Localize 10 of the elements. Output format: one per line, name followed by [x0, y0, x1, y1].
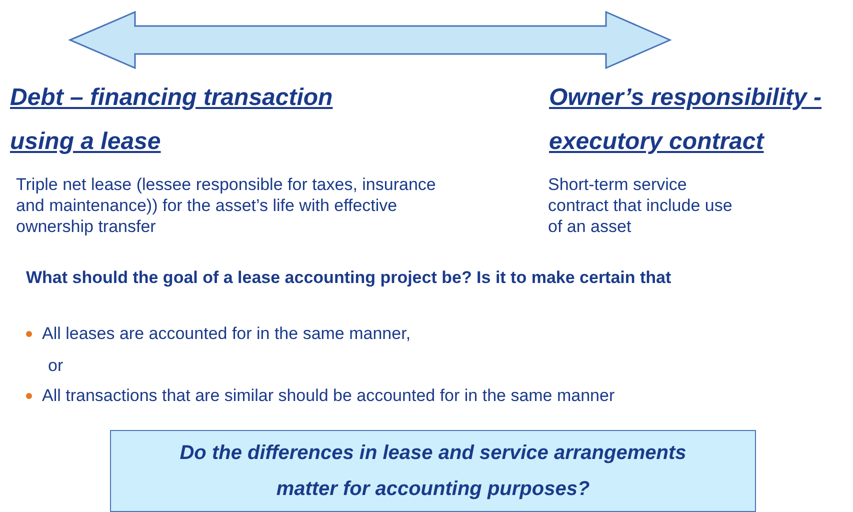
- heading: Owner’s responsibility - executory contract: [549, 84, 822, 155]
- bullet-text: All leases are accounted for in the same manner,: [42, 324, 411, 343]
- callout-box: [110, 430, 756, 512]
- description-text: Short-term service contract that include use of an asset: [548, 174, 734, 237]
- callout-text: Do the differences in lease and service arrangements matter for accounting purposes?: [178, 441, 688, 502]
- heading: Debt – financing transaction using a lease: [10, 84, 333, 155]
- connector-word: or: [48, 355, 64, 376]
- description-text: Triple net lease (lessee responsible for taxes, insurance and maintenance)) for the asset’s life with effective ownership transfer: [16, 174, 437, 237]
- question-text: What should the goal of a lease accounting project be? Is it to make certain that: [26, 267, 672, 288]
- bullet-text: All transactions that are similar should be accounted for in the same manner: [42, 386, 615, 405]
